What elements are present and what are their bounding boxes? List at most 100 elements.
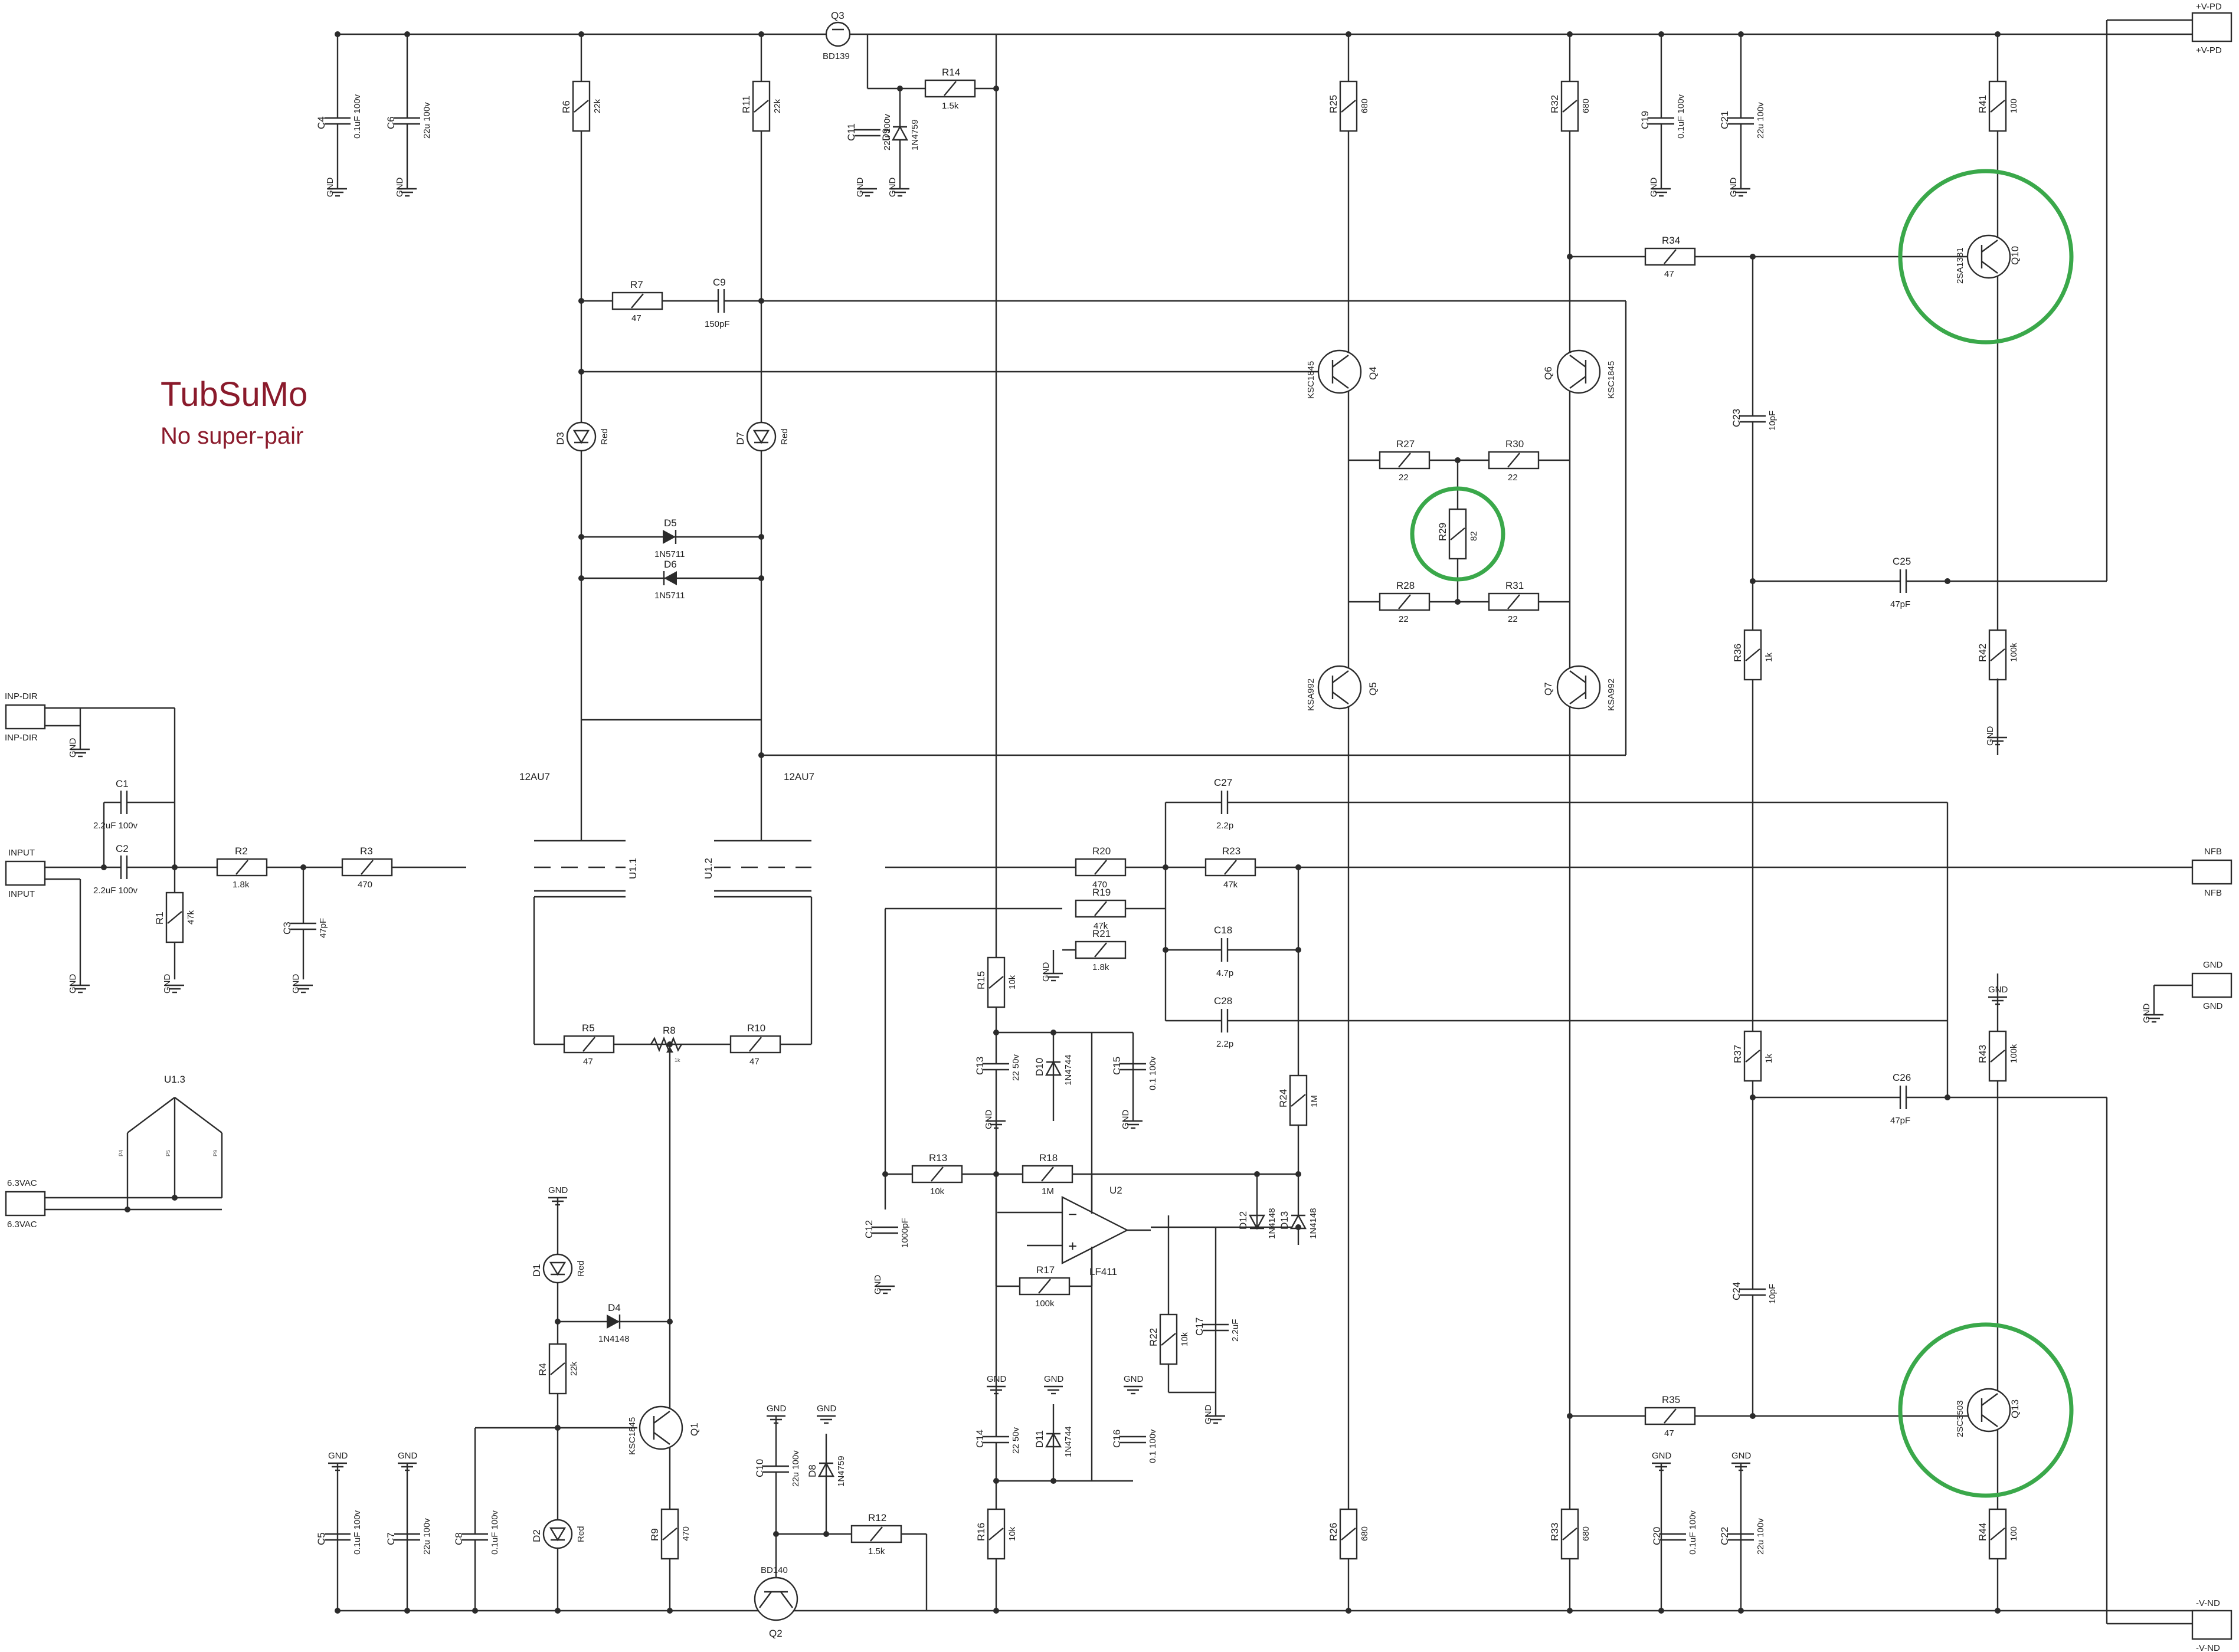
connector-v-nd: -V-ND-V-ND — [2191, 1598, 2233, 1652]
svg-text:GND: GND — [395, 178, 405, 198]
svg-text:+: + — [1068, 1237, 1077, 1255]
svg-text:0.1uF 100v: 0.1uF 100v — [1676, 94, 1686, 139]
svg-text:Red: Red — [576, 1260, 586, 1277]
svg-text:C12: C12 — [863, 1220, 875, 1238]
svg-text:R37: R37 — [1732, 1045, 1743, 1063]
svg-text:100: 100 — [2009, 1526, 2019, 1541]
svg-text:GND: GND — [855, 178, 865, 198]
connector-v-pd: +V-PD+V-PD — [2191, 2, 2233, 55]
svg-text:22k: 22k — [772, 99, 783, 113]
junction-dots — [101, 31, 2001, 1614]
svg-text:22 50v: 22 50v — [1011, 1427, 1021, 1454]
svg-text:GND: GND — [68, 974, 78, 994]
svg-text:GND: GND — [888, 178, 898, 198]
signal-wiring — [45, 34, 2207, 1611]
svg-text:10k: 10k — [1007, 1526, 1017, 1541]
svg-text:22u 100v: 22u 100v — [1756, 1518, 1766, 1555]
svg-text:2.2p: 2.2p — [1216, 821, 1233, 831]
svg-text:R1: R1 — [154, 912, 165, 925]
svg-text:D3: D3 — [555, 432, 566, 445]
svg-text:2.2uF: 2.2uF — [1230, 1319, 1240, 1342]
svg-text:12AU7: 12AU7 — [784, 771, 814, 782]
svg-text:Q6: Q6 — [1543, 366, 1554, 380]
svg-text:KSC1845: KSC1845 — [1606, 361, 1616, 399]
svg-text:R30: R30 — [1505, 438, 1524, 450]
svg-text:1000pF: 1000pF — [900, 1218, 910, 1248]
svg-text:22u 100v: 22u 100v — [882, 114, 892, 150]
svg-text:C1: C1 — [116, 778, 129, 789]
svg-text:100k: 100k — [2009, 643, 2019, 662]
svg-text:22: 22 — [1508, 473, 1518, 483]
svg-text:-V-ND: -V-ND — [2196, 1643, 2220, 1652]
svg-text:C24: C24 — [1731, 1282, 1742, 1300]
svg-text:2.2uF 100v: 2.2uF 100v — [93, 821, 138, 831]
svg-text:KSA992: KSA992 — [1306, 678, 1316, 711]
svg-text:0.1uF 100v: 0.1uF 100v — [490, 1510, 500, 1555]
gnd-symbol: GND — [873, 1275, 895, 1294]
gnd-symbol: GND — [1649, 178, 1671, 197]
resistor-r37: R37 1k — [1732, 1030, 1774, 1082]
svg-text:1k: 1k — [1764, 1054, 1774, 1063]
svg-text:1M: 1M — [1042, 1186, 1054, 1197]
svg-text:R33: R33 — [1549, 1523, 1560, 1541]
svg-text:GND: GND — [291, 974, 301, 994]
svg-text:47: 47 — [631, 313, 641, 323]
svg-text:C22: C22 — [1719, 1527, 1730, 1545]
highlight-r29 — [1410, 486, 1505, 582]
svg-text:4.7p: 4.7p — [1216, 968, 1233, 978]
opamp-u2: − + U2 LF411 — [997, 1174, 1151, 1286]
svg-text:150pF: 150pF — [705, 319, 730, 329]
svg-text:GND: GND — [1121, 1110, 1131, 1130]
svg-text:C17: C17 — [1194, 1317, 1205, 1336]
svg-text:R9: R9 — [649, 1528, 660, 1541]
svg-text:C11: C11 — [846, 123, 857, 141]
svg-text:Red: Red — [780, 428, 790, 445]
svg-text:10pF: 10pF — [1767, 411, 1778, 431]
svg-text:1N4759: 1N4759 — [836, 1456, 846, 1487]
gnd-symbol: GND — [2142, 1004, 2163, 1023]
svg-text:KSA992: KSA992 — [1606, 678, 1616, 711]
gnd-symbol: GND — [398, 1451, 418, 1471]
svg-text:R19: R19 — [1092, 887, 1111, 898]
subtitle: No super-pair — [161, 423, 303, 449]
svg-text:47: 47 — [749, 1057, 760, 1067]
svg-text:R2: R2 — [235, 845, 248, 857]
svg-text:1N4148: 1N4148 — [598, 1334, 630, 1344]
svg-text:C4: C4 — [316, 116, 327, 129]
svg-text:+V-PD: +V-PD — [2196, 2, 2222, 12]
capacitor-c18: C184.7p — [1214, 925, 1233, 978]
svg-text:D9: D9 — [880, 128, 892, 141]
svg-text:22 50v: 22 50v — [1011, 1054, 1021, 1081]
svg-text:Q5: Q5 — [1367, 682, 1379, 696]
svg-text:22: 22 — [1399, 614, 1409, 624]
svg-text:47: 47 — [1664, 269, 1674, 279]
